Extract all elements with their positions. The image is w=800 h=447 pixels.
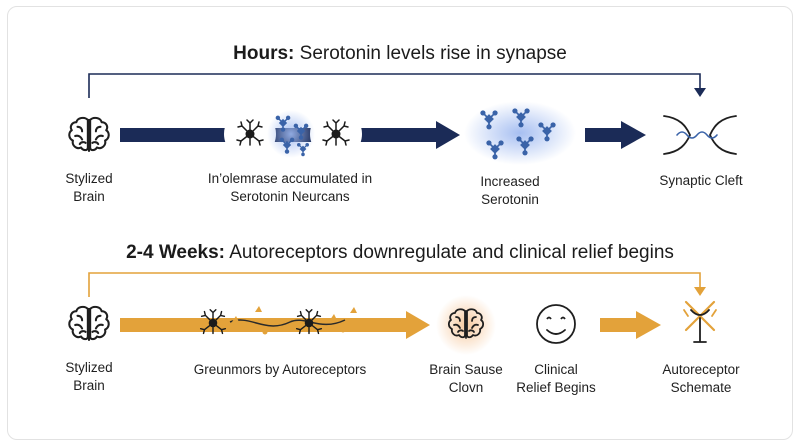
top-short-arrow-shaft — [585, 128, 623, 142]
diagram-card — [7, 6, 793, 440]
bottom-long-arrow-head — [406, 311, 430, 339]
autoreceptor-neurons-icon — [199, 306, 357, 335]
top-label-synaptic-cleft: Synaptic Cleft — [659, 173, 743, 188]
top-short-arrow-head — [621, 121, 646, 149]
bottom-short-arrow-head — [636, 311, 661, 339]
top-bracket-line — [88, 73, 701, 98]
bottom-title-rest: Autoreceptors downregulate and clinical … — [225, 242, 674, 263]
bottom-label-autoreceptors: Greunmors by Autoreceptors — [193, 362, 367, 377]
brain-icon — [68, 305, 110, 341]
smiley-face-icon — [536, 304, 576, 344]
autoreceptor-schematic-icon — [683, 300, 717, 343]
molecules-icon — [464, 101, 576, 165]
brain-icon — [68, 116, 110, 152]
top-bracket-arrowhead — [694, 88, 706, 97]
serotonin-neurons-icon — [224, 108, 362, 160]
bottom-short-arrow-shaft — [600, 318, 638, 332]
bottom-row-title: 2-4 Weeks: Autoreceptors downregulate an… — [0, 242, 800, 264]
bottom-bracket-arrowhead — [694, 287, 706, 296]
bottom-bracket-line — [88, 272, 701, 297]
top-row-title: Hours: Serotonin levels rise in synapse — [0, 43, 800, 65]
glowing-brain-icon — [436, 295, 496, 355]
top-title-rest: Serotonin levels rise in synapse — [294, 43, 567, 64]
synaptic-cleft-icon — [663, 115, 737, 155]
bottom-title-bold: 2-4 Weeks: — [126, 242, 226, 263]
top-long-arrow-head — [436, 121, 460, 149]
top-title-bold: Hours: — [233, 43, 295, 64]
